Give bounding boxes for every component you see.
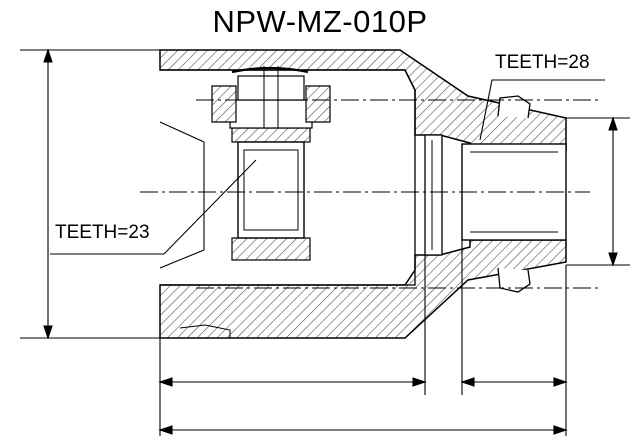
housing-cavity [159, 69, 416, 340]
leader-outer-spline [479, 79, 605, 141]
tripod-spider-assembly [211, 66, 331, 261]
center-line [140, 99, 600, 289]
seal-groove-lower [497, 267, 531, 293]
dimension-lines [20, 48, 630, 436]
leader-inner-spline [50, 159, 257, 255]
part-number-title: NPW-MZ-010P [212, 4, 428, 39]
inner-spline-teeth-label: TEETH=23 [55, 222, 150, 243]
outer-spline-teeth-label: TEETH=28 [495, 52, 590, 73]
snap-ring [424, 134, 443, 256]
seal-groove-upper [497, 95, 531, 119]
